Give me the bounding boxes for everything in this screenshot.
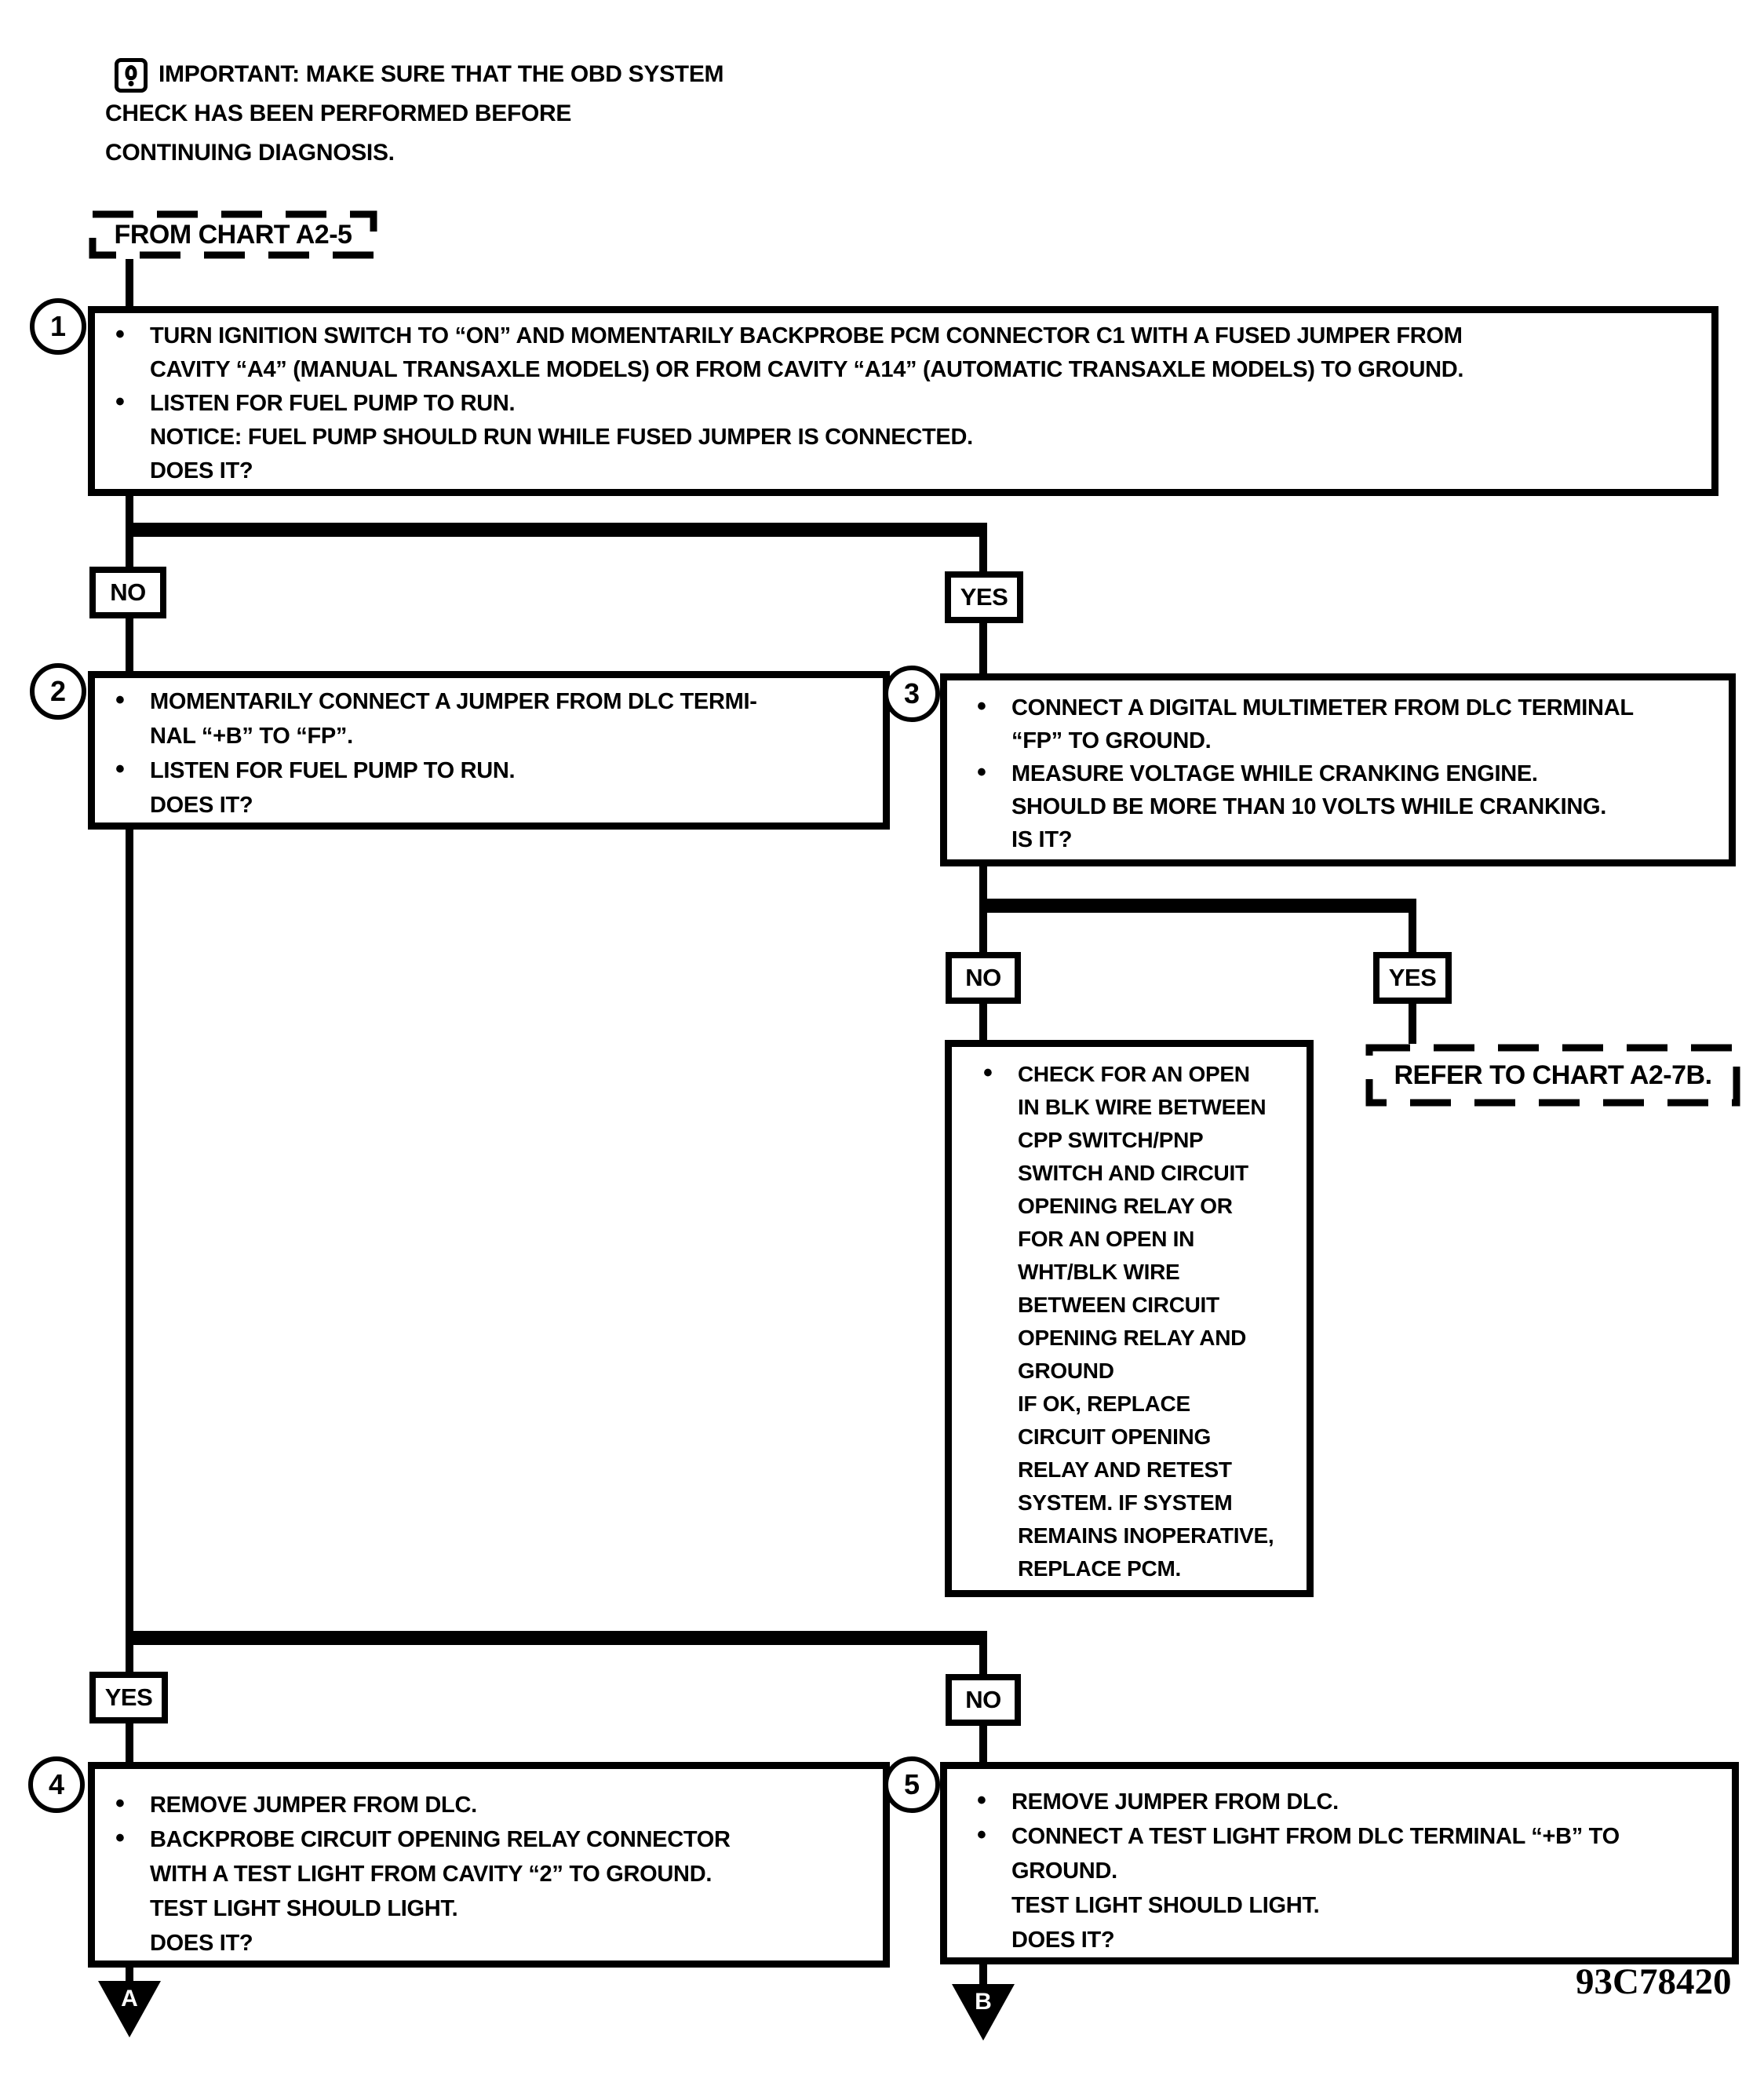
- step-5-line: GROUND.: [1011, 1858, 1117, 1884]
- step-3-line: “FP” TO GROUND.: [1011, 728, 1212, 753]
- action-line: OPENING RELAY OR: [1018, 1194, 1233, 1218]
- step-3-box: CONNECT A DIGITAL MULTIMETER FROM DLC TE…: [940, 673, 1736, 866]
- decision-yes-3: YES: [89, 1672, 168, 1723]
- connector-line: [979, 1004, 987, 1040]
- step-5-box: REMOVE JUMPER FROM DLC. CONNECT A TEST L…: [940, 1762, 1739, 1964]
- connector-line: [126, 537, 133, 567]
- connector-line: [126, 830, 133, 1631]
- step-1-line: NOTICE: FUEL PUMP SHOULD RUN WHILE FUSED…: [150, 425, 973, 450]
- connector-line: [979, 537, 987, 573]
- step-number-5: 5: [884, 1756, 940, 1813]
- step-5-line: TEST LIGHT SHOULD LIGHT.: [1011, 1893, 1320, 1918]
- step-2-line: NAL “+B” TO “FP”.: [150, 724, 353, 749]
- decision-yes-2: YES: [1373, 952, 1452, 1004]
- connector-line: [126, 618, 133, 671]
- decision-no-1: NO: [89, 567, 166, 618]
- connector-line: [1409, 913, 1416, 952]
- step-3-no-action-box: CHECK FOR AN OPEN IN BLK WIRE BETWEEN CP…: [945, 1040, 1314, 1597]
- action-line: FOR AN OPEN IN: [1018, 1227, 1194, 1251]
- step-number-2: 2: [30, 663, 86, 720]
- connector-line: [979, 1645, 987, 1674]
- offpage-arrow-b-label: B: [975, 1989, 992, 2015]
- step-4-line: REMOVE JUMPER FROM DLC.: [115, 1786, 875, 1822]
- step-4-box: REMOVE JUMPER FROM DLC. BACKPROBE CIRCUI…: [88, 1762, 890, 1968]
- step-number-1: 1: [30, 298, 86, 355]
- action-line: WHT/BLK WIRE: [1018, 1260, 1180, 1284]
- action-line: SWITCH AND CIRCUIT: [1018, 1161, 1248, 1185]
- important-icon-dot: [128, 81, 134, 86]
- from-chart-label: FROM CHART A2-5: [114, 219, 352, 250]
- connector-line: [979, 866, 987, 899]
- step-4-line: WITH A TEST LIGHT FROM CAVITY “2” TO GRO…: [150, 1862, 713, 1887]
- document-number: 93C78420: [1576, 1961, 1732, 2002]
- dashed-border: [1365, 1044, 1740, 1107]
- step-3-line: CONNECT A DIGITAL MULTIMETER FROM DLC TE…: [977, 690, 1722, 724]
- connector-line: [979, 913, 987, 952]
- action-line: RELAY AND RETEST: [1018, 1457, 1232, 1482]
- step-3-line: MEASURE VOLTAGE WHILE CRANKING ENGINE.: [977, 756, 1722, 790]
- connector-line: [126, 523, 987, 537]
- step-4-line: BACKPROBE CIRCUIT OPENING RELAY CONNECTO…: [115, 1821, 875, 1857]
- action-line: IF OK, REPLACE: [1018, 1392, 1190, 1416]
- action-line: SYSTEM. IF SYSTEM: [1018, 1490, 1233, 1515]
- step-2-box: MOMENTARILY CONNECT A JUMPER FROM DLC TE…: [88, 671, 890, 830]
- step-5-line: DOES IT?: [1011, 1928, 1115, 1953]
- step-1-line: LISTEN FOR FUEL PUMP TO RUN.: [115, 385, 1704, 421]
- action-line: REMAINS INOPERATIVE,: [1018, 1523, 1274, 1548]
- step-2-line: LISTEN FOR FUEL PUMP TO RUN.: [115, 752, 875, 788]
- offpage-arrow-b: B: [952, 1984, 1015, 2041]
- step-3-line: IS IT?: [1011, 827, 1073, 852]
- step-4-line: DOES IT?: [150, 1931, 253, 1956]
- dashed-border: [89, 210, 377, 259]
- action-line: IN BLK WIRE BETWEEN: [1018, 1095, 1267, 1119]
- connector-line: [126, 1968, 133, 1981]
- important-icon: [115, 58, 148, 93]
- connector-line: [979, 1964, 987, 1984]
- action-line: GROUND: [1018, 1359, 1114, 1383]
- from-chart-box: FROM CHART A2-5: [89, 210, 377, 259]
- connector-line: [126, 1631, 987, 1645]
- step-5-line: CONNECT A TEST LIGHT FROM DLC TERMINAL “…: [977, 1818, 1726, 1854]
- important-note-line1: IMPORTANT: MAKE SURE THAT THE OBD SYSTEM: [159, 61, 724, 87]
- connector-line: [1409, 1004, 1416, 1044]
- connector-line: [979, 623, 987, 675]
- connector-line: [126, 496, 133, 524]
- decision-no-3: NO: [946, 1674, 1021, 1726]
- step-1-box: TURN IGNITION SWITCH TO “ON” AND MOMENTA…: [88, 306, 1718, 496]
- offpage-arrow-a-label: A: [121, 1986, 138, 2012]
- important-note-line2: CHECK HAS BEEN PERFORMED BEFORE: [105, 100, 572, 126]
- step-number-3: 3: [884, 666, 940, 722]
- step-1-line: CAVITY “A4” (MANUAL TRANSAXLE MODELS) OR…: [150, 357, 1464, 382]
- important-icon-glyph: [125, 65, 137, 80]
- connector-line: [979, 899, 1416, 913]
- refer-chart-box: REFER TO CHART A2-7B.: [1365, 1044, 1740, 1107]
- step-2-line: DOES IT?: [150, 793, 253, 818]
- action-line: REPLACE PCM.: [1018, 1556, 1181, 1581]
- connector-line: [979, 1726, 987, 1762]
- refer-chart-label: REFER TO CHART A2-7B.: [1394, 1060, 1712, 1090]
- offpage-arrow-a: A: [98, 1981, 161, 2037]
- connector-line: [126, 259, 133, 306]
- action-line: CPP SWITCH/PNP: [1018, 1128, 1204, 1152]
- action-line: CHECK FOR AN OPEN: [983, 1056, 1302, 1091]
- action-line: OPENING RELAY AND: [1018, 1326, 1247, 1350]
- decision-no-2: NO: [946, 952, 1021, 1004]
- step-1-line: DOES IT?: [150, 458, 253, 483]
- action-line: CIRCUIT OPENING: [1018, 1424, 1211, 1449]
- step-1-line: TURN IGNITION SWITCH TO “ON” AND MOMENTA…: [115, 318, 1704, 353]
- step-2-line: MOMENTARILY CONNECT A JUMPER FROM DLC TE…: [115, 683, 875, 719]
- connector-line: [126, 1645, 133, 1672]
- step-4-line: TEST LIGHT SHOULD LIGHT.: [150, 1896, 458, 1921]
- action-line: BETWEEN CIRCUIT: [1018, 1293, 1219, 1317]
- important-note-line3: CONTINUING DIAGNOSIS.: [105, 140, 395, 166]
- decision-yes-1: YES: [945, 571, 1023, 623]
- step-number-4: 4: [28, 1756, 85, 1813]
- connector-line: [126, 1723, 133, 1762]
- step-5-line: REMOVE JUMPER FROM DLC.: [977, 1783, 1726, 1819]
- step-3-line: SHOULD BE MORE THAN 10 VOLTS WHILE CRANK…: [1011, 794, 1607, 819]
